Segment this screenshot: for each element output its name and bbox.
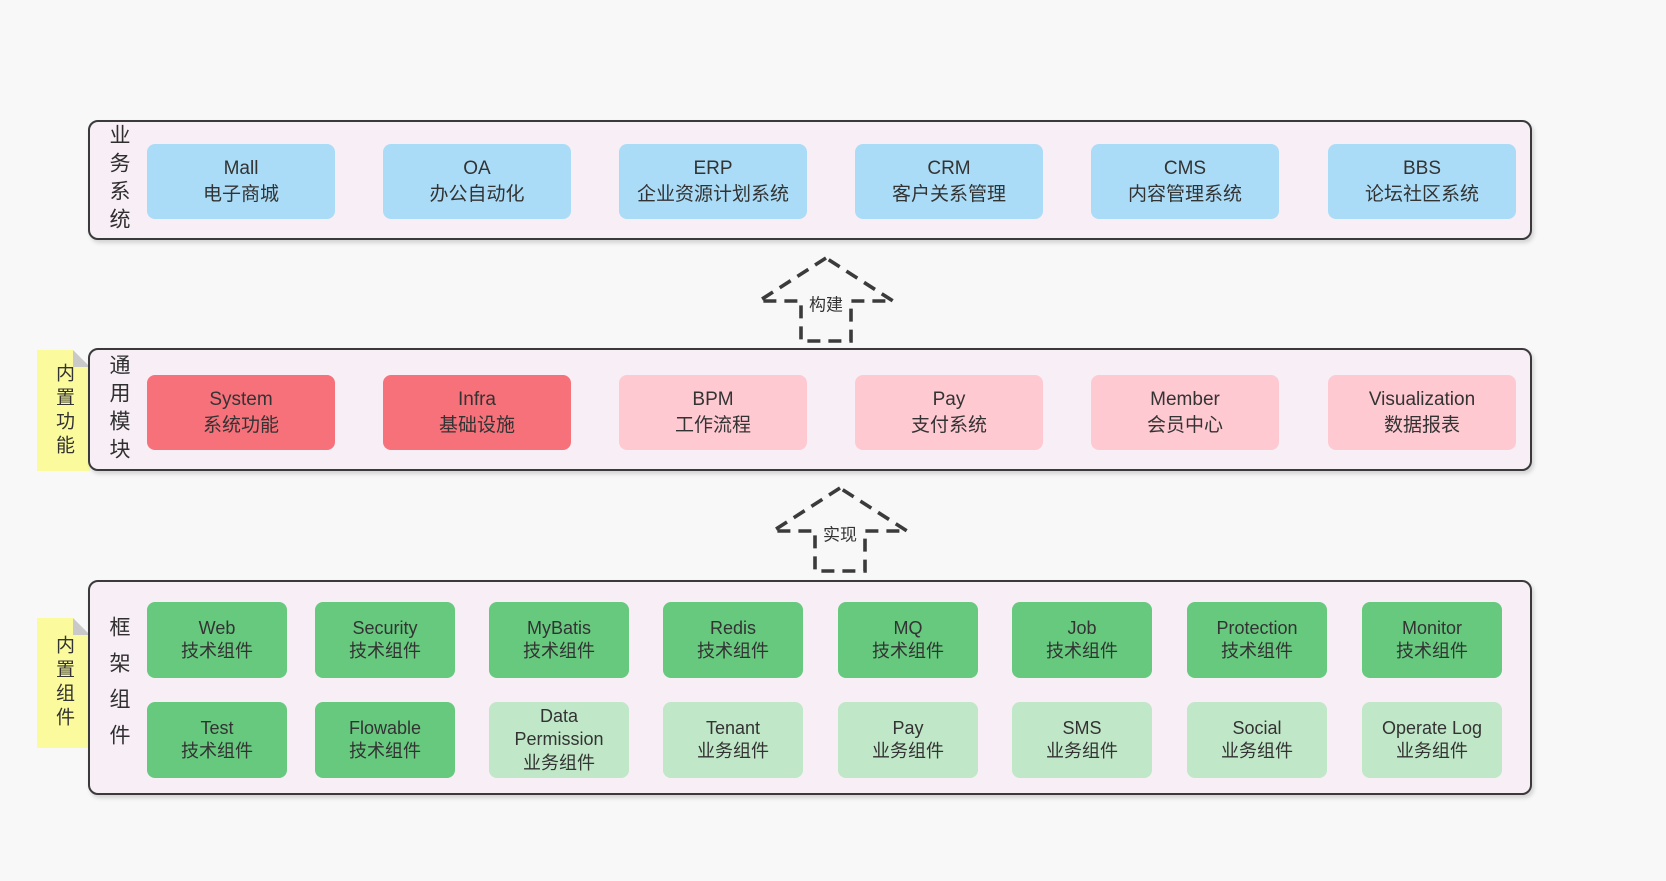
box-subtitle: 技术组件 — [349, 641, 421, 661]
box-sms: SMS 业务组件 — [1012, 702, 1152, 778]
box-social: Social 业务组件 — [1187, 702, 1327, 778]
box-title: Web — [198, 617, 236, 638]
dashed-up-arrow-implement — [766, 485, 914, 573]
box-subtitle: 业务组件 — [1396, 741, 1468, 761]
box-subtitle: 技术组件 — [181, 741, 253, 761]
box-pay-module: Pay 支付系统 — [855, 375, 1043, 450]
box-title: Redis — [709, 617, 757, 638]
box-title: ERP — [693, 158, 733, 180]
box-title: Security — [352, 617, 418, 638]
box-subtitle: 业务组件 — [523, 752, 595, 773]
panel-business-systems: 业务系统 Mall 电子商城 OA 办公自动化 ERP 企业资源计划系统 CRM… — [88, 120, 1532, 240]
box-bpm: BPM 工作流程 — [619, 375, 807, 450]
box-subtitle: 支付系统 — [910, 414, 987, 436]
box-title: Member — [1150, 389, 1220, 411]
box-subtitle: 内容管理系统 — [1127, 183, 1242, 205]
panel-business-label: 业务系统 — [107, 124, 130, 236]
box-data-permission: Data Permission 业务组件 — [489, 702, 629, 778]
arrow-label-implement: 实现 — [820, 524, 860, 546]
box-subtitle: 会员中心 — [1146, 414, 1223, 436]
box-subtitle: 基础设施 — [438, 414, 515, 436]
box-subtitle: 业务组件 — [1221, 741, 1293, 761]
box-title: CRM — [927, 158, 971, 180]
box-title: Visualization — [1368, 389, 1476, 411]
box-title: Monitor — [1401, 617, 1463, 638]
box-subtitle: 企业资源计划系统 — [636, 183, 789, 205]
box-title: OA — [463, 158, 491, 180]
box-title: Pay — [892, 717, 924, 738]
box-redis: Redis 技术组件 — [663, 602, 803, 678]
box-title: CMS — [1163, 158, 1207, 180]
box-title: MyBatis — [526, 617, 591, 638]
box-pay-component: Pay 业务组件 — [838, 702, 978, 778]
box-subtitle: 客户关系管理 — [891, 183, 1006, 205]
box-title: MQ — [893, 617, 923, 638]
box-member: Member 会员中心 — [1091, 375, 1279, 450]
box-subtitle: 系统功能 — [202, 414, 279, 436]
box-cms: CMS 内容管理系统 — [1091, 144, 1279, 219]
panel-common-modules: 通用模块 System 系统功能 Infra 基础设施 BPM 工作流程 Pay… — [88, 348, 1532, 471]
box-title: Job — [1067, 617, 1097, 638]
box-subtitle: 数据报表 — [1383, 414, 1460, 436]
box-title: Flowable — [348, 717, 422, 738]
sticky-builtin-features-label: 内置功能 — [53, 362, 74, 459]
box-title: Social — [1232, 717, 1282, 738]
box-oa: OA 办公自动化 — [383, 144, 571, 219]
box-title: Test — [200, 717, 234, 738]
box-subtitle: 办公自动化 — [429, 183, 525, 205]
box-subtitle: 电子商城 — [202, 183, 279, 205]
box-job: Job 技术组件 — [1012, 602, 1152, 678]
arrow-label-build: 构建 — [806, 294, 846, 316]
box-subtitle: 业务组件 — [697, 741, 769, 761]
box-subtitle: 技术组件 — [349, 741, 421, 761]
box-subtitle: 技术组件 — [523, 641, 595, 661]
panel-framework-components: 框架组件 Web 技术组件 Security 技术组件 MyBatis 技术组件… — [88, 580, 1532, 795]
box-subtitle: 技术组件 — [872, 641, 944, 661]
box-infra: Infra 基础设施 — [383, 375, 571, 450]
box-title: BBS — [1402, 158, 1442, 180]
box-title: System — [209, 389, 273, 411]
box-security: Security 技术组件 — [315, 602, 455, 678]
box-title: Protection — [1216, 617, 1298, 638]
box-mall: Mall 电子商城 — [147, 144, 335, 219]
box-visualization: Visualization 数据报表 — [1328, 375, 1516, 450]
box-title: SMS — [1062, 717, 1102, 738]
dashed-up-arrow-build — [752, 255, 900, 343]
box-flowable: Flowable 技术组件 — [315, 702, 455, 778]
sticky-builtin-components-label: 内置组件 — [53, 635, 74, 731]
box-title: Pay — [932, 389, 966, 411]
box-subtitle: 技术组件 — [1046, 641, 1118, 661]
box-title: BPM — [692, 389, 734, 411]
sticky-note-builtin-features: 内置功能 — [37, 350, 90, 471]
box-system: System 系统功能 — [147, 375, 335, 450]
box-mq: MQ 技术组件 — [838, 602, 978, 678]
box-subtitle: 技术组件 — [1396, 641, 1468, 661]
box-monitor: Monitor 技术组件 — [1362, 602, 1502, 678]
box-erp: ERP 企业资源计划系统 — [619, 144, 807, 219]
box-test: Test 技术组件 — [147, 702, 287, 778]
box-title: Data Permission — [514, 706, 604, 750]
sticky-note-builtin-components: 内置组件 — [37, 618, 90, 748]
box-subtitle: 工作流程 — [674, 414, 751, 436]
box-subtitle: 业务组件 — [1046, 741, 1118, 761]
box-subtitle: 技术组件 — [181, 641, 253, 661]
panel-modules-label: 通用模块 — [107, 353, 130, 466]
box-operate-log: Operate Log 业务组件 — [1362, 702, 1502, 778]
box-tenant: Tenant 业务组件 — [663, 702, 803, 778]
box-bbs: BBS 论坛社区系统 — [1328, 144, 1516, 219]
box-title: Tenant — [705, 717, 761, 738]
box-web: Web 技术组件 — [147, 602, 287, 678]
box-subtitle: 论坛社区系统 — [1364, 183, 1479, 205]
box-title: Mall — [223, 158, 259, 180]
box-mybatis: MyBatis 技术组件 — [489, 602, 629, 678]
box-subtitle: 业务组件 — [872, 741, 944, 761]
panel-components-label: 框架组件 — [107, 615, 130, 760]
box-subtitle: 技术组件 — [1221, 641, 1293, 661]
box-protection: Protection 技术组件 — [1187, 602, 1327, 678]
box-subtitle: 技术组件 — [697, 641, 769, 661]
box-title: Infra — [457, 389, 497, 411]
box-title: Operate Log — [1381, 717, 1483, 738]
box-crm: CRM 客户关系管理 — [855, 144, 1043, 219]
